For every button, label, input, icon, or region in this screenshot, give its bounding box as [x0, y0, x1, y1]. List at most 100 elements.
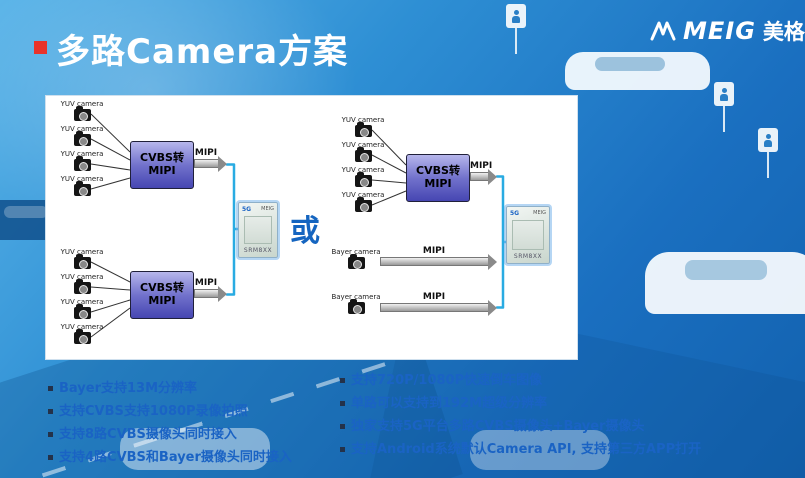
bullet-text: 支持CVBS支持1080P录像拍照	[59, 404, 248, 419]
camera-label: YUV camera	[60, 100, 104, 108]
arrow-shape	[194, 155, 227, 172]
mipi-arrow: MIPI	[194, 278, 227, 302]
car-window	[685, 260, 767, 280]
background-car	[645, 252, 805, 314]
camera-icon	[354, 147, 372, 162]
yuv-camera-node: YUV camera	[58, 125, 106, 146]
camera-icon	[347, 254, 365, 269]
list-item: Bayer支持13M分辨率	[48, 381, 292, 397]
bullet-text: 独家支持5G平台多路CVBS摄像头+Bayer摄像头	[351, 419, 645, 434]
bullet-marker	[48, 455, 53, 460]
mipi-label: MIPI	[194, 148, 218, 158]
sign-pole	[723, 106, 725, 132]
mipi-arrow: MIPI	[470, 161, 497, 185]
5g-module-chip: 5G MEIG SRM8XX	[238, 202, 278, 258]
bullet-text: 支持4路CVBS和Bayer摄像头同时接入	[59, 450, 292, 465]
list-item: 支持8路CVBS摄像头同时接入	[48, 427, 292, 443]
camera-icon	[73, 131, 91, 146]
sign-board	[714, 82, 734, 106]
mipi-label: MIPI	[194, 278, 218, 288]
page-title: 多路Camera方案	[56, 32, 349, 72]
car-window	[595, 57, 665, 71]
bullet-marker	[340, 401, 345, 406]
bullet-text: Bayer支持13M分辨率	[59, 381, 198, 396]
yuv-camera-node: YUV camera	[339, 141, 387, 162]
camera-icon	[73, 304, 91, 319]
5g-badge: 5G	[242, 206, 252, 213]
arrow-shape	[194, 285, 227, 302]
bayer-camera-node: Bayer camera	[331, 248, 381, 269]
bullet-marker	[340, 378, 345, 383]
camera-label: YUV camera	[60, 150, 104, 158]
bullet-marker	[48, 409, 53, 414]
mipi-arrow: MIPI	[380, 246, 497, 270]
list-item: 支持4路CVBS和Bayer摄像头同时接入	[48, 450, 292, 466]
chip-shield	[512, 220, 544, 250]
background-pedestrian-sign	[758, 128, 778, 178]
camera-icon	[73, 106, 91, 121]
list-item: 支持Android系统默认Camera API, 支持第三方APP打开	[340, 442, 701, 458]
diagram-panel: YUV camera YUV camera YUV camera YUV cam…	[45, 95, 578, 360]
chip-model: SRM8XX	[513, 253, 543, 260]
or-label: 或	[290, 214, 320, 249]
camera-icon	[354, 122, 372, 137]
cvbs-to-mipi-converter: CVBS转MIPI	[130, 271, 194, 319]
list-item: 单路可以支持到192M超级分辨率	[340, 396, 701, 412]
bullet-text: 单路可以支持到192M超级分辨率	[351, 396, 548, 411]
camera-label: YUV camera	[341, 191, 385, 199]
camera-icon	[73, 254, 91, 269]
bullet-text: 支持720P/1080P快速倒车图像	[351, 373, 543, 388]
camera-label: YUV camera	[60, 298, 104, 306]
yuv-camera-node: YUV camera	[339, 166, 387, 187]
person-icon	[720, 87, 728, 101]
list-item: 支持720P/1080P快速倒车图像	[340, 373, 701, 389]
logo-text-en: MEIG	[683, 17, 756, 45]
yuv-camera-node: YUV camera	[58, 248, 106, 269]
bullet-marker	[48, 386, 53, 391]
mipi-label: MIPI	[470, 161, 493, 171]
background-pedestrian-sign	[506, 4, 526, 54]
5g-badge: 5G	[510, 210, 520, 217]
camera-icon	[73, 329, 91, 344]
background-car	[565, 52, 710, 90]
cvbs-to-mipi-converter: CVBS转MIPI	[406, 154, 470, 202]
camera-icon	[73, 279, 91, 294]
camera-icon	[73, 181, 91, 196]
feature-list-right: 支持720P/1080P快速倒车图像 单路可以支持到192M超级分辨率 独家支持…	[340, 373, 701, 465]
meig-logo-icon	[650, 21, 676, 41]
yuv-camera-node: YUV camera	[58, 175, 106, 196]
bullet-marker	[48, 432, 53, 437]
bayer-camera-node: Bayer camera	[331, 293, 381, 314]
camera-label: YUV camera	[60, 248, 104, 256]
camera-label: YUV camera	[341, 166, 385, 174]
camera-icon	[354, 172, 372, 187]
chip-shield	[244, 216, 272, 244]
mipi-label: MIPI	[422, 292, 446, 302]
yuv-camera-node: YUV camera	[58, 323, 106, 344]
mipi-label: MIPI	[422, 246, 446, 256]
arrow-shape	[380, 299, 497, 316]
background-car	[120, 428, 270, 470]
camera-label: Bayer camera	[331, 248, 381, 256]
cvbs-to-mipi-converter: CVBS转MIPI	[130, 141, 194, 189]
camera-icon	[73, 156, 91, 171]
5g-module-chip: 5G MEIG SRM8XX	[506, 206, 550, 264]
background-car	[470, 430, 610, 470]
sign-board	[506, 4, 526, 28]
camera-icon	[354, 197, 372, 212]
list-item: 支持CVBS支持1080P录像拍照	[48, 404, 292, 420]
yuv-camera-node: YUV camera	[339, 191, 387, 212]
yuv-camera-node: YUV camera	[58, 273, 106, 294]
meig-logo: MEIG 美格	[650, 16, 805, 46]
camera-label: YUV camera	[60, 323, 104, 331]
title-accent-square	[34, 41, 47, 54]
camera-icon	[347, 299, 365, 314]
sign-pole	[767, 152, 769, 178]
person-icon	[512, 9, 520, 23]
arrow-shape	[470, 168, 497, 185]
sign-pole	[515, 28, 517, 54]
chip-brand: MEIG	[533, 210, 546, 216]
camera-label: YUV camera	[60, 175, 104, 183]
arrow-shape	[380, 253, 497, 270]
camera-label: YUV camera	[341, 116, 385, 124]
